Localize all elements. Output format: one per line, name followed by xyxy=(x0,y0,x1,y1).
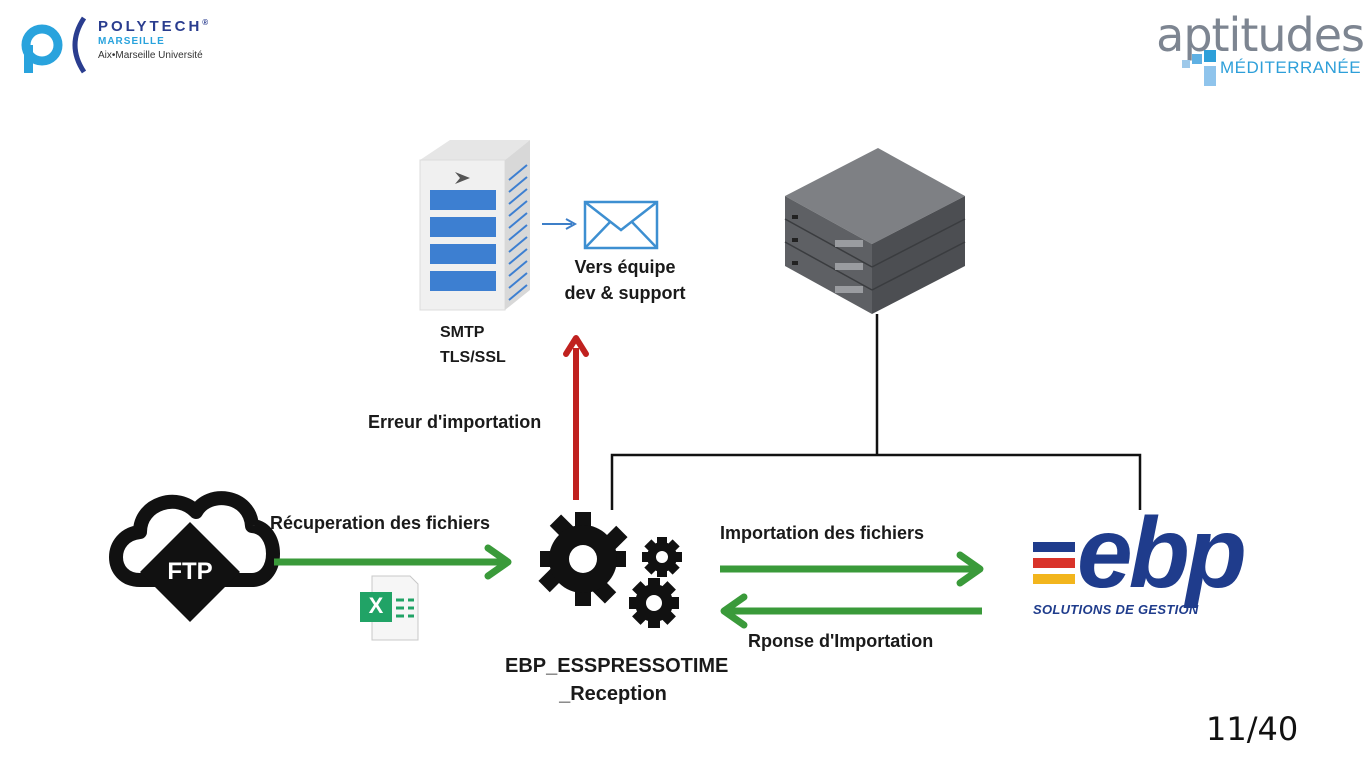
response-label: Rponse d'Importation xyxy=(748,631,934,651)
mail-label: Vers équipe dev & support xyxy=(560,254,690,306)
process-label-line2: _Reception xyxy=(559,683,667,705)
polytech-city: MARSEILLE xyxy=(98,36,165,47)
mail-label-line2: dev & support xyxy=(564,283,686,303)
import-arrow xyxy=(720,551,984,587)
process-label-line1: EBP_ESSPRESSOTIME xyxy=(505,655,729,677)
smtp-server-icon xyxy=(419,140,530,311)
aptitudes-logo: aptitudes MÉDITERRANÉE xyxy=(1156,8,1370,92)
aptitudes-word: aptitudes xyxy=(1156,8,1365,62)
page-number: 11/40 xyxy=(1206,710,1299,748)
smtp-label: SMTP TLS/SSL xyxy=(440,320,506,370)
process-label: EBP_ESSPRESSOTIME _Reception xyxy=(505,652,729,708)
recuperation-arrow xyxy=(274,544,512,580)
aptitudes-sub: MÉDITERRANÉE xyxy=(1220,58,1362,77)
import-label: Importation des fichiers xyxy=(720,523,925,543)
mail-arrow xyxy=(542,218,578,230)
polytech-title: POLYTECH xyxy=(98,18,203,35)
smtp-label-line1: SMTP xyxy=(440,324,485,341)
excel-letter: X xyxy=(368,593,384,618)
smtp-label-line2: TLS/SSL xyxy=(440,349,506,366)
polytech-mark-icon xyxy=(21,16,87,74)
aptitudes-squares-icon xyxy=(1182,50,1216,86)
mail-label-line1: Vers équipe xyxy=(574,257,676,277)
recuperation-label: Récuperation des fichiers xyxy=(270,513,491,533)
ebp-subtitle: SOLUTIONS DE GESTION xyxy=(1033,602,1199,617)
ebp-logo-text: ebp xyxy=(1077,497,1247,609)
error-label: Erreur d'importation xyxy=(368,412,542,432)
error-arrow xyxy=(563,335,589,500)
ftp-text: FTP xyxy=(167,558,213,585)
polytech-logo: POLYTECH® MARSEILLE Aix•Marseille Univer… xyxy=(18,14,238,76)
server-rack-icon xyxy=(784,148,966,314)
connector-lines xyxy=(610,314,1142,510)
envelope-icon xyxy=(583,200,659,250)
excel-file-icon xyxy=(360,575,419,641)
polytech-registered: ® xyxy=(202,18,209,27)
gears-icon xyxy=(538,512,682,628)
response-arrow xyxy=(720,593,982,629)
ebp-bars-icon xyxy=(1033,542,1075,584)
ftp-cloud-icon xyxy=(109,491,280,622)
polytech-university: Aix•Marseille Université xyxy=(98,50,203,61)
